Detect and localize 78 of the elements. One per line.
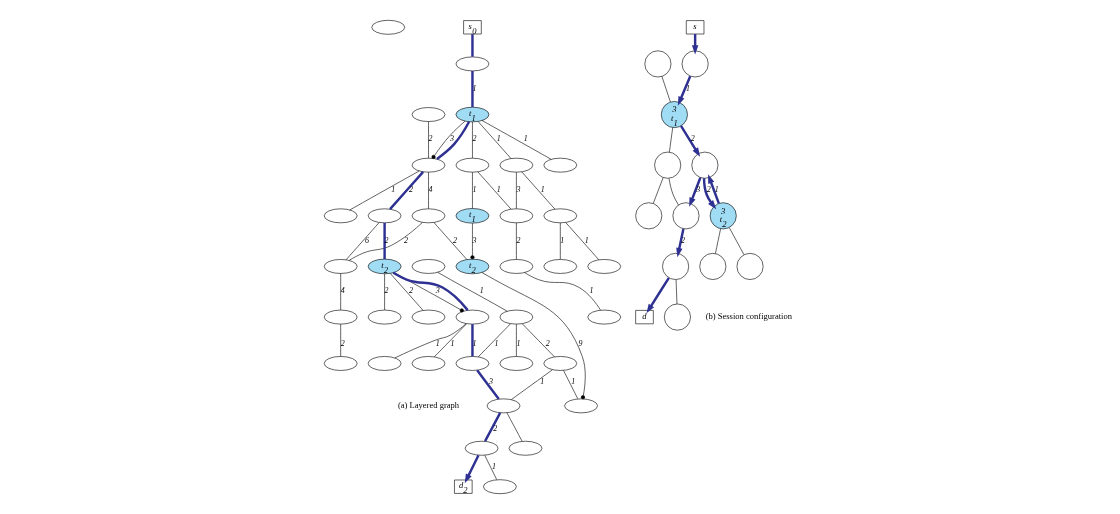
- node-ellipse: [323, 356, 358, 371]
- connector: [511, 369, 553, 400]
- node-ellipse: [499, 157, 534, 173]
- connector: [481, 272, 586, 400]
- connector: [345, 222, 380, 261]
- connector: [471, 71, 474, 108]
- node-ellipse: [486, 398, 521, 414]
- node-ellipse: [508, 440, 543, 456]
- arrow: [646, 277, 670, 314]
- node-circle: [672, 202, 700, 230]
- connector: [524, 272, 601, 311]
- node-ellipse: [543, 356, 578, 371]
- connector: [653, 177, 664, 204]
- node-ellipse: [455, 157, 490, 173]
- node-ellipse: [499, 309, 534, 325]
- node-circle: [664, 303, 691, 331]
- node-circle: [691, 151, 719, 179]
- node-ellipse: [323, 309, 358, 325]
- arrow: [702, 178, 717, 210]
- arrow: [679, 125, 701, 157]
- connector: [434, 323, 467, 358]
- node-ellipse: [587, 309, 621, 325]
- label: (a) Layered graph: [397, 400, 460, 411]
- node-ellipse: [483, 479, 517, 494]
- connector: [348, 222, 423, 261]
- label: (b) Session configuration: [705, 311, 792, 322]
- connector: [383, 222, 386, 260]
- arrow: [464, 454, 480, 484]
- node-circle: [662, 253, 690, 280]
- node-circle: [681, 50, 709, 78]
- node-ellipse: [411, 356, 446, 371]
- connector: [471, 324, 474, 357]
- node-ellipse: [411, 157, 446, 173]
- connector: [471, 34, 474, 57]
- node-ellipse: [455, 356, 490, 371]
- node-circle: [635, 202, 663, 230]
- node-circle: [654, 151, 682, 179]
- node-ellipse: [367, 356, 402, 371]
- node-ellipse: [564, 398, 598, 414]
- node-ellipse: [411, 208, 446, 224]
- node-ellipse: [323, 259, 358, 274]
- connector: [470, 223, 475, 260]
- connector: [389, 171, 425, 210]
- node-ellipse: [543, 157, 578, 173]
- node-ellipse: [499, 356, 534, 371]
- node-circle: [699, 253, 727, 280]
- node-ellipse: [499, 208, 534, 224]
- connector: [428, 121, 429, 159]
- node-circle: [736, 253, 764, 280]
- node-ellipse: [455, 56, 490, 72]
- arrow: [676, 228, 685, 258]
- arrow: [677, 75, 692, 106]
- node-ellipse: [411, 107, 446, 122]
- connector: [565, 222, 600, 261]
- node-ellipse: [367, 208, 402, 224]
- arrow: [689, 177, 702, 207]
- connector: [390, 273, 424, 311]
- node-ellipse: [543, 208, 578, 224]
- connector: [394, 323, 467, 359]
- connector: [428, 171, 429, 210]
- node-ellipse: [371, 20, 406, 35]
- node-ellipse: [543, 259, 578, 274]
- connector: [484, 412, 502, 442]
- node-box: d: [635, 310, 654, 325]
- node-circle: [644, 50, 672, 78]
- node-ellipse: [499, 259, 534, 274]
- node-ellipse: [411, 259, 446, 274]
- node-ellipse: [323, 208, 358, 224]
- node-ellipse: [411, 309, 446, 325]
- arrow: [708, 174, 720, 204]
- node-ellipse: [367, 309, 402, 325]
- node-box: s: [686, 20, 705, 35]
- connector: [481, 120, 552, 160]
- connector: [472, 121, 473, 159]
- node-ellipse: [464, 440, 499, 456]
- connector: [476, 369, 500, 400]
- node-ellipse: [587, 259, 621, 274]
- connector: [384, 273, 385, 311]
